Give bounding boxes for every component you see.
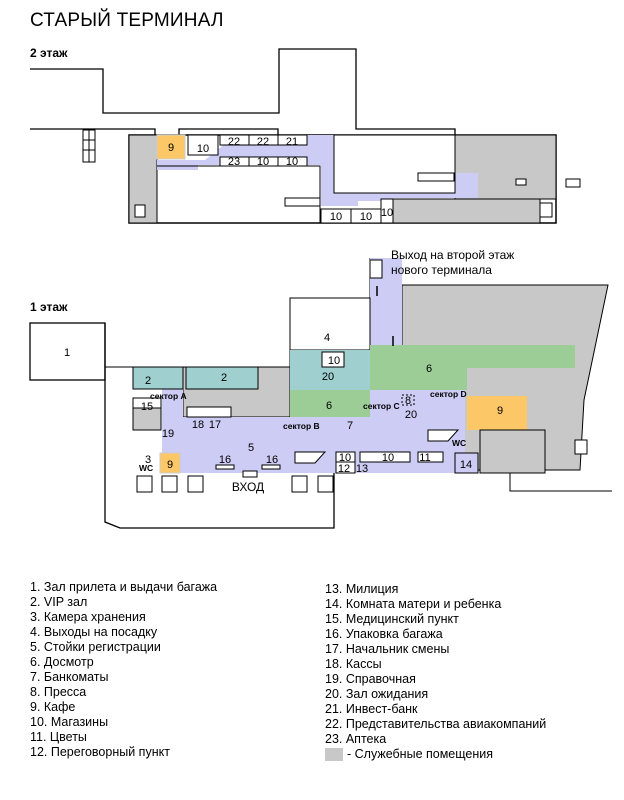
legend-item: 12. Переговорный пункт [30, 745, 170, 759]
building-outline-1 [104, 323, 335, 529]
legend-item: 20. Зал ожидания [325, 687, 429, 701]
room-label: 23 [228, 156, 240, 168]
floor-plan: 9 10 22 22 21 23 10 10 10 10 10 [29, 48, 612, 529]
room-label: 10 [382, 452, 394, 464]
room-label: 7 [347, 420, 353, 432]
room-label: 3 [145, 454, 151, 466]
room-label: 21 [286, 136, 298, 148]
room-label: 20 [322, 371, 334, 383]
room-label: 10 [360, 211, 372, 223]
room-label: 5 [248, 442, 254, 454]
service-area [392, 198, 541, 224]
room-label: 6 [326, 400, 332, 412]
room-label: 10 [328, 355, 340, 367]
legend-item: 18. Кассы [325, 657, 382, 671]
floor-label-2: 2 этаж [30, 46, 68, 60]
room-label: 4 [324, 332, 330, 344]
exit-corridor [370, 258, 402, 345]
legend-item: 5. Стойки регистрации [30, 640, 161, 654]
legend-item: 22. Представительства авиакомпаний [325, 717, 547, 731]
room-label: 2 [221, 372, 227, 384]
room-label: 9 [168, 142, 174, 154]
legend-item: 21. Инвест-банк [325, 702, 418, 716]
legend-item: 17. Начальник смены [325, 642, 450, 656]
exit-note: нового терминала [391, 263, 492, 277]
exit-note: Выход на второй этаж [391, 248, 514, 262]
legend-item: 4. Выходы на посадку [30, 625, 158, 639]
cafe-room [467, 396, 527, 430]
legend-service-label: - Служебные помещения [347, 747, 494, 761]
legend-item: 8. Пресса [30, 685, 87, 699]
room-label: 22 [228, 136, 240, 148]
sector-label: сектор C [363, 401, 400, 411]
legend-right: 13. Милиция 14. Комната матери и ребенка… [325, 582, 546, 762]
elevator-icon [565, 178, 581, 188]
security-big [370, 345, 575, 390]
room-label: 9 [497, 405, 503, 417]
escalator-icon [294, 259, 588, 464]
stairs-icon [82, 129, 96, 163]
room-label: 9 [167, 459, 173, 471]
room-label: 18 [192, 419, 204, 431]
room-label: 12 [338, 463, 350, 475]
room-label: 15 [141, 401, 153, 413]
room-label: 10 [381, 207, 393, 219]
entrance-label: ВХОД [232, 480, 264, 494]
legend-item: 9. Кафе [30, 700, 76, 714]
room-label: 8 [405, 395, 411, 407]
room-label: 10 [330, 211, 342, 223]
room-label: 10 [286, 156, 298, 168]
security-small [290, 390, 370, 417]
floor-label-1: 1 этаж [30, 300, 68, 314]
room-label: 16 [266, 454, 278, 466]
legend-item: 15. Медицинский пункт [325, 612, 459, 626]
room-label: 1 [64, 347, 70, 359]
legend-item: 2. VIP зал [30, 595, 88, 609]
sector-label: сектор A [150, 391, 187, 401]
legend-item: 1. Зал прилета и выдачи багажа [30, 580, 218, 594]
legend-item: 6. Досмотр [30, 655, 94, 669]
room-label: 10 [197, 143, 209, 155]
room-label: 22 [257, 136, 269, 148]
legend-item-service: - Служебные помещения [325, 747, 546, 762]
legend-item: 7. Банкоматы [30, 670, 109, 684]
wc-label: WC [139, 463, 153, 473]
legend-item: 10. Магазины [30, 715, 109, 729]
room-label: 20 [405, 409, 417, 421]
room-label: 16 [219, 454, 231, 466]
elevator-icon [515, 178, 527, 186]
vip-room [132, 366, 184, 390]
wc-label: WC [452, 438, 466, 448]
building-outline-2 [30, 48, 456, 135]
room-label: 19 [162, 428, 174, 440]
room-label: 11 [419, 452, 430, 464]
room-label: 6 [426, 363, 432, 375]
page-title: СТАРЫЙ ТЕРМИНАЛ [30, 10, 224, 31]
escalator-icon [134, 172, 553, 218]
room-label: 2 [145, 375, 151, 387]
legend-left: 1. Зал прилета и выдачи багажа 2. VIP за… [30, 580, 217, 760]
room-label: 10 [257, 156, 269, 168]
room-label: 13 [356, 463, 368, 475]
service-swatch [325, 748, 343, 762]
sector-label: сектор B [283, 421, 320, 431]
room-label: 10 [339, 452, 351, 464]
legend-item: 13. Милиция [325, 582, 399, 596]
legend-item: 16. Упаковка багажа [325, 627, 443, 641]
legend-item: 11. Цветы [30, 730, 87, 744]
vip-room [185, 366, 259, 390]
sector-label: сектор D [430, 389, 467, 399]
legend-item: 19. Справочная [325, 672, 416, 686]
cafe-room [156, 134, 186, 160]
corridor-2 [157, 135, 478, 206]
room-label: 14 [460, 459, 472, 471]
arrow-up-icon [376, 286, 394, 346]
legend-item: 3. Камера хранения [30, 610, 146, 624]
legend-item: 23. Аптека [325, 732, 387, 746]
room-label: 17 [209, 419, 221, 431]
legend-item: 14. Комната матери и ребенка [325, 597, 502, 611]
